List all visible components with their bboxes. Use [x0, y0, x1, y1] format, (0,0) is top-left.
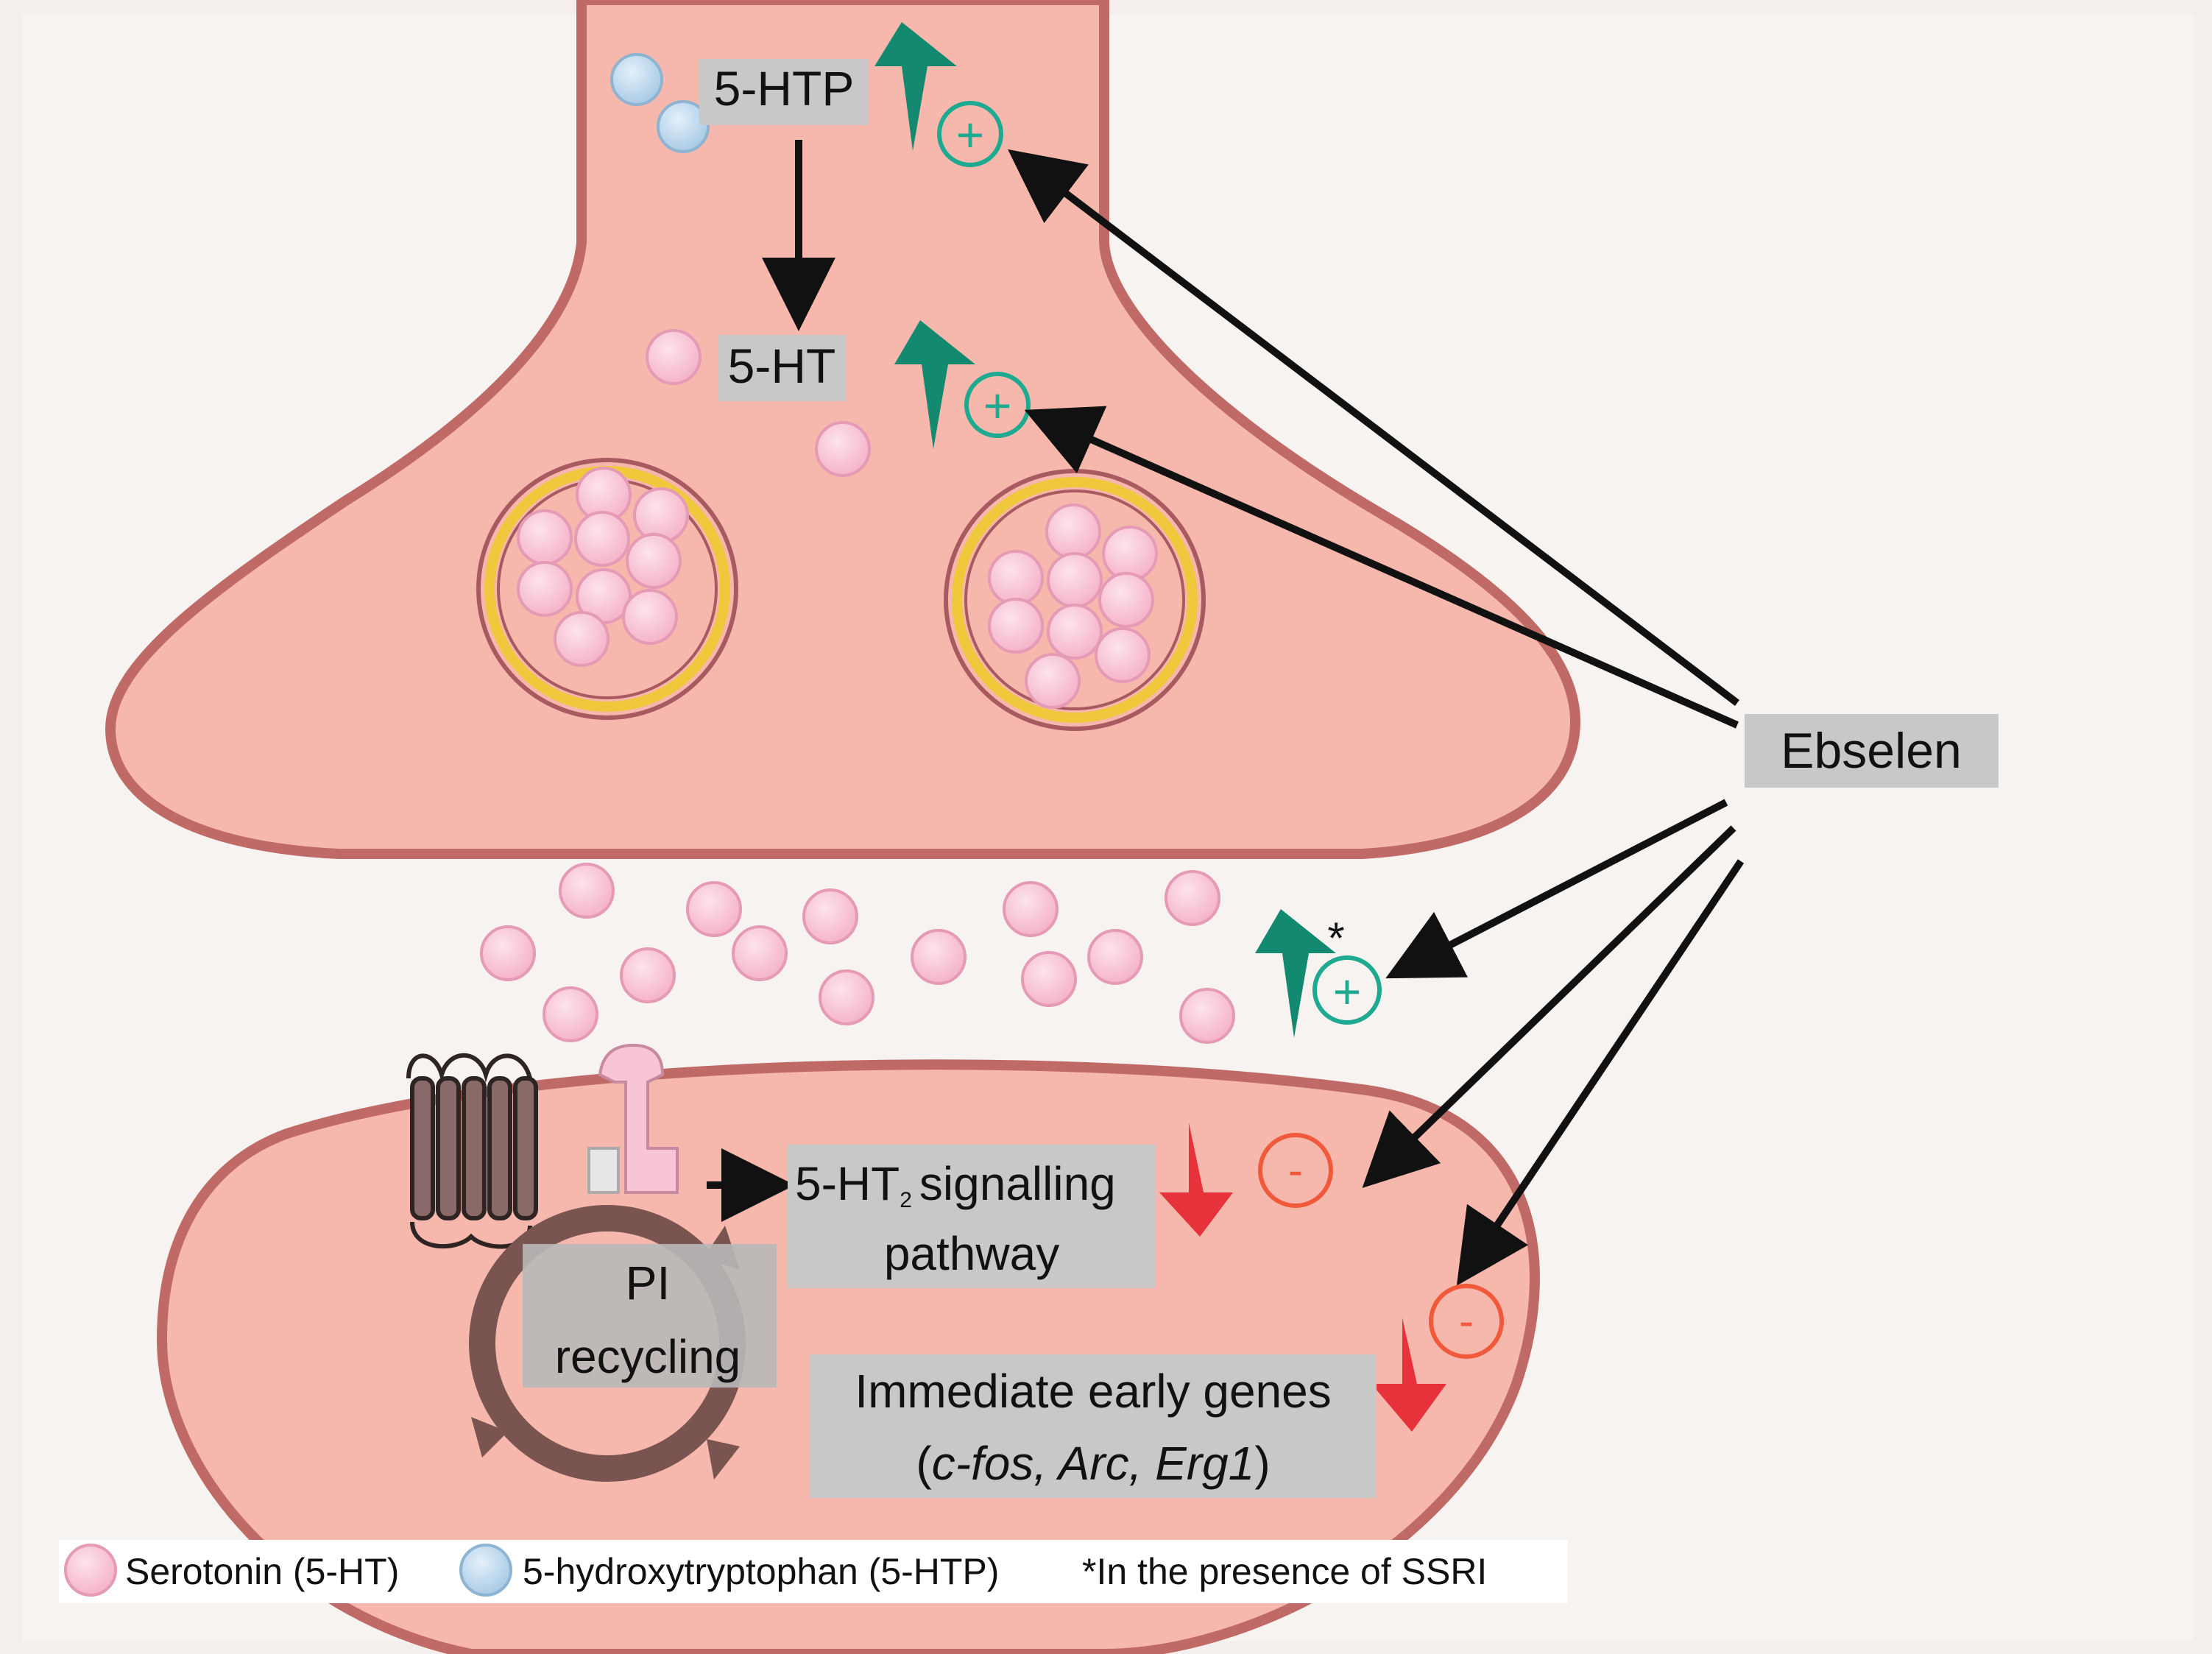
- vesicle-serotonin: [626, 533, 682, 589]
- vesicle-serotonin: [988, 598, 1044, 654]
- htp-molecule: [657, 100, 710, 153]
- legend-serotonin-icon: [64, 1544, 117, 1597]
- vesicle-serotonin: [1047, 552, 1103, 608]
- ebselen-arrow: [1008, 149, 1740, 706]
- plus-icon: +: [937, 101, 1003, 167]
- cleft-serotonin: [1021, 951, 1077, 1007]
- cleft-serotonin: [911, 929, 967, 985]
- increase-arrow-icon: [1255, 909, 1336, 1038]
- vesicle-serotonin: [517, 509, 573, 565]
- pi-label-line2: recycling: [555, 1330, 741, 1383]
- pi-label-box: [523, 1244, 777, 1388]
- vesicle-serotonin: [517, 561, 573, 617]
- cleft-serotonin: [802, 888, 858, 944]
- cleft-serotonin: [1165, 870, 1220, 926]
- cleft-serotonin: [732, 925, 788, 981]
- increase-arrow-icon: [894, 320, 975, 449]
- decrease-arrow-icon: [1371, 1318, 1446, 1432]
- signalling-label-line2: pathway: [884, 1227, 1059, 1280]
- cleft-serotonin: [543, 986, 598, 1042]
- vesicle-serotonin: [633, 487, 689, 543]
- svg-text:-: -: [1288, 1145, 1303, 1195]
- plus-icon: +: [964, 372, 1031, 438]
- legend-htp-icon: [459, 1544, 512, 1597]
- g-protein-icon: [587, 1043, 679, 1194]
- plus-icon: +: [1312, 955, 1382, 1025]
- vesicle-serotonin: [1102, 526, 1158, 582]
- vesicle-serotonin: [988, 550, 1044, 606]
- htp-label-box: [699, 59, 869, 125]
- cleft-serotonin: [1003, 881, 1059, 937]
- htp-molecule: [610, 53, 663, 106]
- ebselen-arrow: [1024, 406, 1739, 729]
- vesicle-serotonin: [622, 589, 678, 645]
- ebselen-arrow: [1385, 799, 1728, 979]
- legend-ssri-note: *In the presence of SSRI: [1082, 1551, 1487, 1592]
- vesicle-serotonin: [1095, 627, 1151, 683]
- increase-arrow-icon: [874, 22, 957, 151]
- ht-label: 5-HT: [728, 339, 836, 393]
- vesicle-serotonin: [1047, 604, 1103, 660]
- ebselen-label: Ebselen: [1781, 723, 1962, 779]
- 5ht2-receptor-icon: [406, 1053, 538, 1249]
- cleft-serotonin: [686, 881, 742, 937]
- vesicle-serotonin: [1025, 653, 1081, 709]
- ieg-label-line2: (c-fos, Arc, Erg1): [916, 1437, 1270, 1490]
- vesicle-serotonin: [574, 511, 630, 567]
- legend-htp: 5-hydroxytryptophan (5-HTP): [523, 1551, 999, 1592]
- ssri-asterisk: *: [1327, 913, 1344, 963]
- ebselen-label-box: [1745, 714, 1999, 788]
- svg-text:+: +: [983, 378, 1012, 433]
- svg-text:-: -: [1459, 1296, 1474, 1346]
- decrease-arrow-icon: [1159, 1123, 1233, 1237]
- cleft-serotonin: [1179, 988, 1235, 1044]
- serotonin-molecule: [646, 329, 702, 385]
- minus-icon: -: [1429, 1284, 1504, 1359]
- pi-label-line1: PI: [626, 1257, 670, 1310]
- ebselen-arrow: [1456, 859, 1745, 1286]
- ebselen-arrow: [1362, 825, 1736, 1188]
- legend-box: [59, 1540, 1568, 1603]
- serotonin-molecule: [815, 421, 871, 477]
- vesicle-serotonin: [1045, 503, 1101, 559]
- minus-icon: -: [1258, 1133, 1333, 1208]
- htp-label: 5-HTP: [714, 61, 855, 116]
- signalling-label-box: [788, 1145, 1156, 1288]
- vesicle-serotonin: [1098, 572, 1154, 628]
- cleft-serotonin: [559, 863, 615, 919]
- cleft-serotonin: [819, 969, 874, 1025]
- ht-label-box: [718, 335, 847, 401]
- svg-text:+: +: [956, 107, 985, 162]
- ieg-label-box: [810, 1354, 1377, 1498]
- vesicle-serotonin: [554, 611, 609, 667]
- svg-text:+: +: [1333, 964, 1362, 1019]
- cleft-serotonin: [620, 947, 676, 1003]
- legend-serotonin: Serotonin (5-HT): [125, 1551, 399, 1592]
- ieg-label-line1: Immediate early genes: [855, 1365, 1331, 1418]
- cleft-serotonin: [480, 925, 536, 981]
- cleft-serotonin: [1087, 929, 1143, 985]
